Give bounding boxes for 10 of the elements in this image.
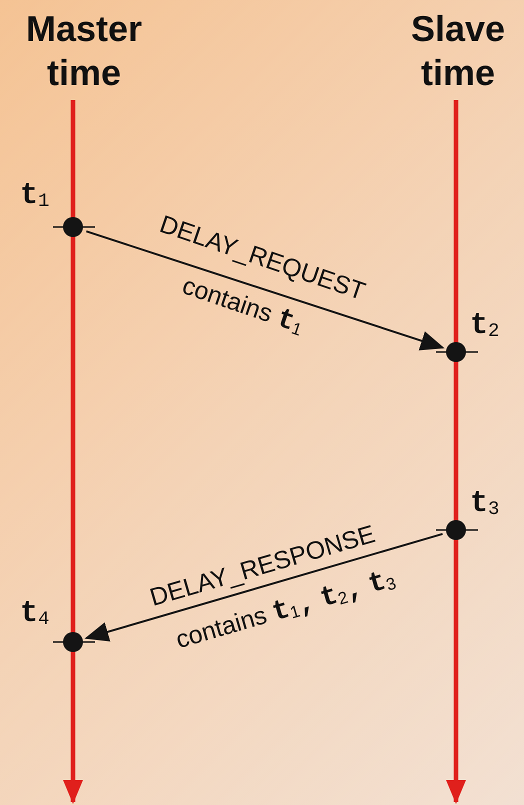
timeline-heading: Slave time — [410, 7, 506, 95]
event-dot — [63, 217, 83, 237]
event-dot — [63, 632, 83, 652]
timeline-arrow — [63, 100, 83, 804]
event-dot — [446, 342, 466, 362]
timeline-heading: Master time — [24, 7, 144, 95]
message-arrow — [84, 532, 443, 642]
timeline-arrow — [446, 100, 466, 804]
event-dot — [446, 520, 466, 540]
message-arrow — [86, 230, 445, 350]
